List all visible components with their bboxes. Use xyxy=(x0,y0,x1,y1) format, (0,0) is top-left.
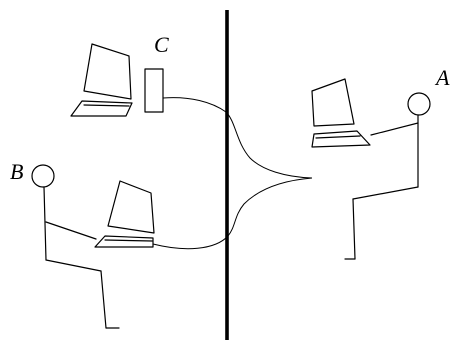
monitor-b xyxy=(107,180,155,234)
keyboard-b xyxy=(94,235,154,248)
cable-c-to-a xyxy=(162,97,313,179)
person-a xyxy=(344,92,431,260)
person-a-head xyxy=(407,92,431,116)
person-b-head xyxy=(31,164,55,188)
cable-b-to-a xyxy=(152,177,313,250)
label-b: B xyxy=(10,159,23,184)
computer-a xyxy=(311,78,371,148)
monitor-a xyxy=(311,78,355,127)
label-c: C xyxy=(154,32,169,57)
computer-b xyxy=(94,180,155,248)
keyboard-c xyxy=(70,100,133,117)
server-box-c xyxy=(144,68,164,113)
monitor-c xyxy=(83,43,132,100)
label-a: A xyxy=(434,65,450,90)
person-b xyxy=(31,164,120,329)
keyboard-a xyxy=(311,130,371,148)
computer-c xyxy=(70,43,164,117)
